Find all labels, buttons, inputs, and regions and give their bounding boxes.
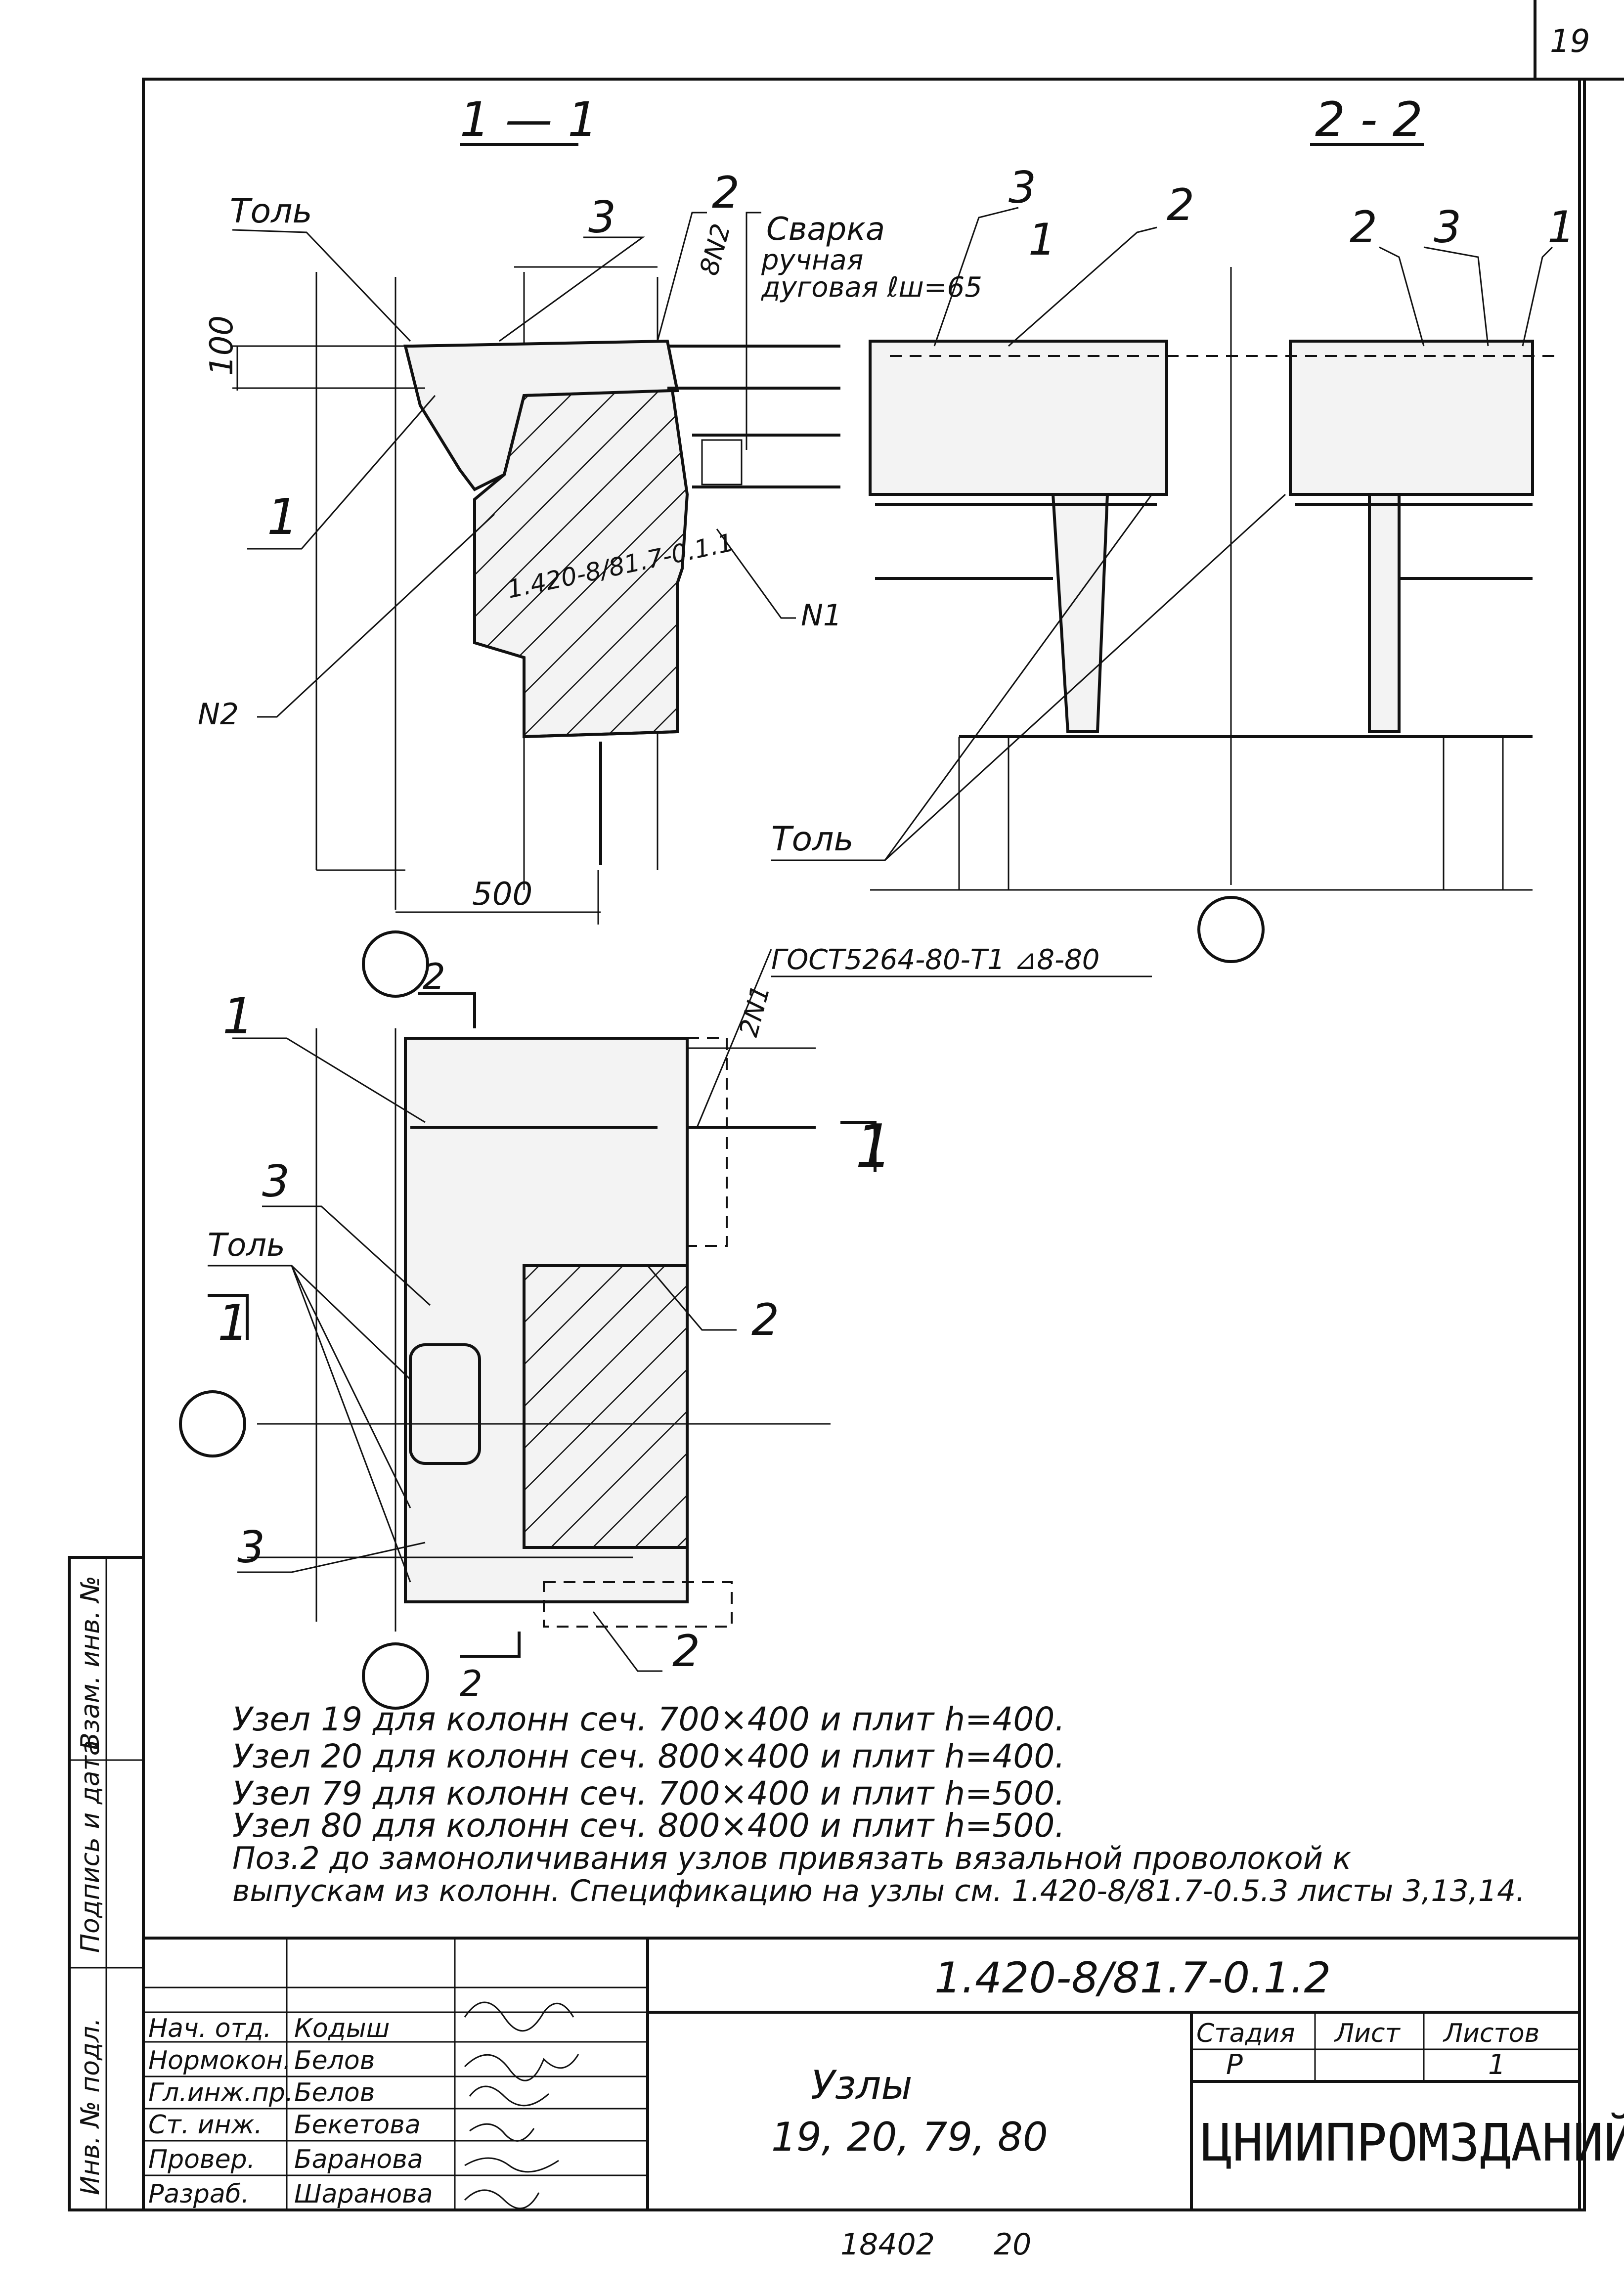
name-1: Белов xyxy=(294,2046,375,2075)
label-n1: N1 xyxy=(801,598,842,633)
axis-bubble-2 xyxy=(1197,896,1265,963)
note-line-4: Узел 80 для колонн сеч. 800×400 и плит h… xyxy=(232,1807,1065,1845)
role-2: Гл.инж.пр. xyxy=(148,2078,293,2108)
role-3: Ст. инж. xyxy=(148,2110,263,2140)
label-weld-8n2: 8N2 xyxy=(695,221,737,278)
side-stamp-sign: Подпись и дата xyxy=(76,1740,105,1953)
label-pos3-c: 3 xyxy=(1434,202,1461,253)
role-0: Нач. отд. xyxy=(148,2014,271,2043)
role-5: Разраб. xyxy=(148,2179,249,2209)
org-name: ЦНИИПРОМЗДАНИЙ xyxy=(1201,2113,1624,2173)
label-tol-plan: Толь xyxy=(208,1227,285,1264)
label-pos1-d: 1 xyxy=(222,987,254,1045)
notes-block: Узел 19 для колонн сеч. 700×400 и плит h… xyxy=(232,1700,1525,1908)
label-tol-lower: Толь xyxy=(771,820,854,859)
name-4: Баранова xyxy=(294,2145,423,2174)
dim-100: 100 xyxy=(204,315,240,376)
label-pos3-d: 3 xyxy=(262,1156,290,1207)
label-pos3-a: 3 xyxy=(588,192,616,243)
section-2-2-drawing xyxy=(869,267,1557,891)
label-svarka-sub1: ручная xyxy=(761,244,863,276)
plan-view-drawing xyxy=(247,1028,831,1632)
axis-bubble-3 xyxy=(362,1642,429,1710)
sheets-header: Листов xyxy=(1443,2019,1539,2048)
dim-500: 500 xyxy=(472,876,532,913)
label-pos2-e: 2 xyxy=(672,1626,700,1677)
label-pos1-b: 1 xyxy=(1028,214,1056,265)
note-line-3: Узел 79 для колонн сеч. 700×400 и плит h… xyxy=(232,1774,1065,1812)
stage-value: Р xyxy=(1226,2049,1243,2081)
note-line-6: выпускам из колонн. Спецификацию на узлы… xyxy=(232,1874,1525,1908)
label-pos1-c: 1 xyxy=(1547,202,1575,253)
section-title-2-2: 2 - 2 xyxy=(1315,92,1423,147)
label-pos2-d: 2 xyxy=(751,1294,779,1345)
name-0: Кодыш xyxy=(294,2014,390,2043)
note-line-1: Узел 19 для колонн сеч. 700×400 и плит h… xyxy=(232,1700,1065,1738)
name-3: Бекетова xyxy=(294,2110,421,2140)
side-stamp-inv: Инв. № подл. xyxy=(76,2018,105,2195)
stage-header: Стадия xyxy=(1196,2019,1295,2048)
sheets-value: 1 xyxy=(1488,2049,1506,2081)
side-stamp: Инв. № подл. Подпись и дата Взам. инв. № xyxy=(68,1556,145,2211)
axis-bubble-1 xyxy=(362,930,429,998)
title-main: Узлы xyxy=(811,2062,913,2108)
section-title-1-1: 1 — 1 xyxy=(460,92,598,147)
label-pos3-b: 3 xyxy=(1009,162,1036,213)
doc-code: 1.420-8/81.7-0.1.2 xyxy=(934,1953,1331,2003)
label-pos2-a: 2 xyxy=(712,167,740,218)
label-pos1-a: 1 xyxy=(267,488,299,546)
label-tol: Толь xyxy=(230,192,312,231)
role-1: Нормокон. xyxy=(148,2046,291,2075)
label-pos3-e: 3 xyxy=(237,1522,265,1573)
label-pos2-b: 2 xyxy=(1167,179,1194,230)
signatures xyxy=(464,2001,579,2209)
label-svarka: Сварка xyxy=(766,211,885,248)
label-svarka-sub2: дуговая ℓш=65 xyxy=(761,271,982,304)
slab-section xyxy=(403,339,679,491)
title-sub: 19, 20, 79, 80 xyxy=(771,2114,1048,2160)
sheet-header: Лист xyxy=(1334,2019,1401,2048)
label-n2: N2 xyxy=(198,697,239,732)
sheet-number: 19 xyxy=(1550,23,1590,60)
section-1-1-drawing xyxy=(232,266,840,925)
name-5: Шаранова xyxy=(294,2179,433,2209)
footer-page: 20 xyxy=(994,2227,1031,2262)
name-2: Белов xyxy=(294,2078,375,2108)
title-block xyxy=(142,1937,1581,2211)
role-4: Провер. xyxy=(148,2145,255,2174)
cut-marker-2-bottom: 2 xyxy=(460,1663,483,1704)
cut-marker-1-left: 1 xyxy=(218,1294,249,1352)
footer-archive-no: 18402 xyxy=(840,2227,935,2262)
label-pos2-c: 2 xyxy=(1350,202,1377,253)
side-stamp-replace: Взам. инв. № xyxy=(76,1576,105,1750)
label-gost: ГОСТ5264-80-Т1 ⊿8-80 xyxy=(771,944,1099,976)
note-line-2: Узел 20 для колонн сеч. 800×400 и плит h… xyxy=(232,1737,1065,1775)
label-weld-2n1: 2N1 xyxy=(734,982,776,1040)
cut-marker-2-top: 2 xyxy=(423,956,445,997)
axis-bubble-4 xyxy=(179,1390,246,1457)
note-line-5: Поз.2 до замоноличивания узлов привязать… xyxy=(232,1840,1352,1876)
